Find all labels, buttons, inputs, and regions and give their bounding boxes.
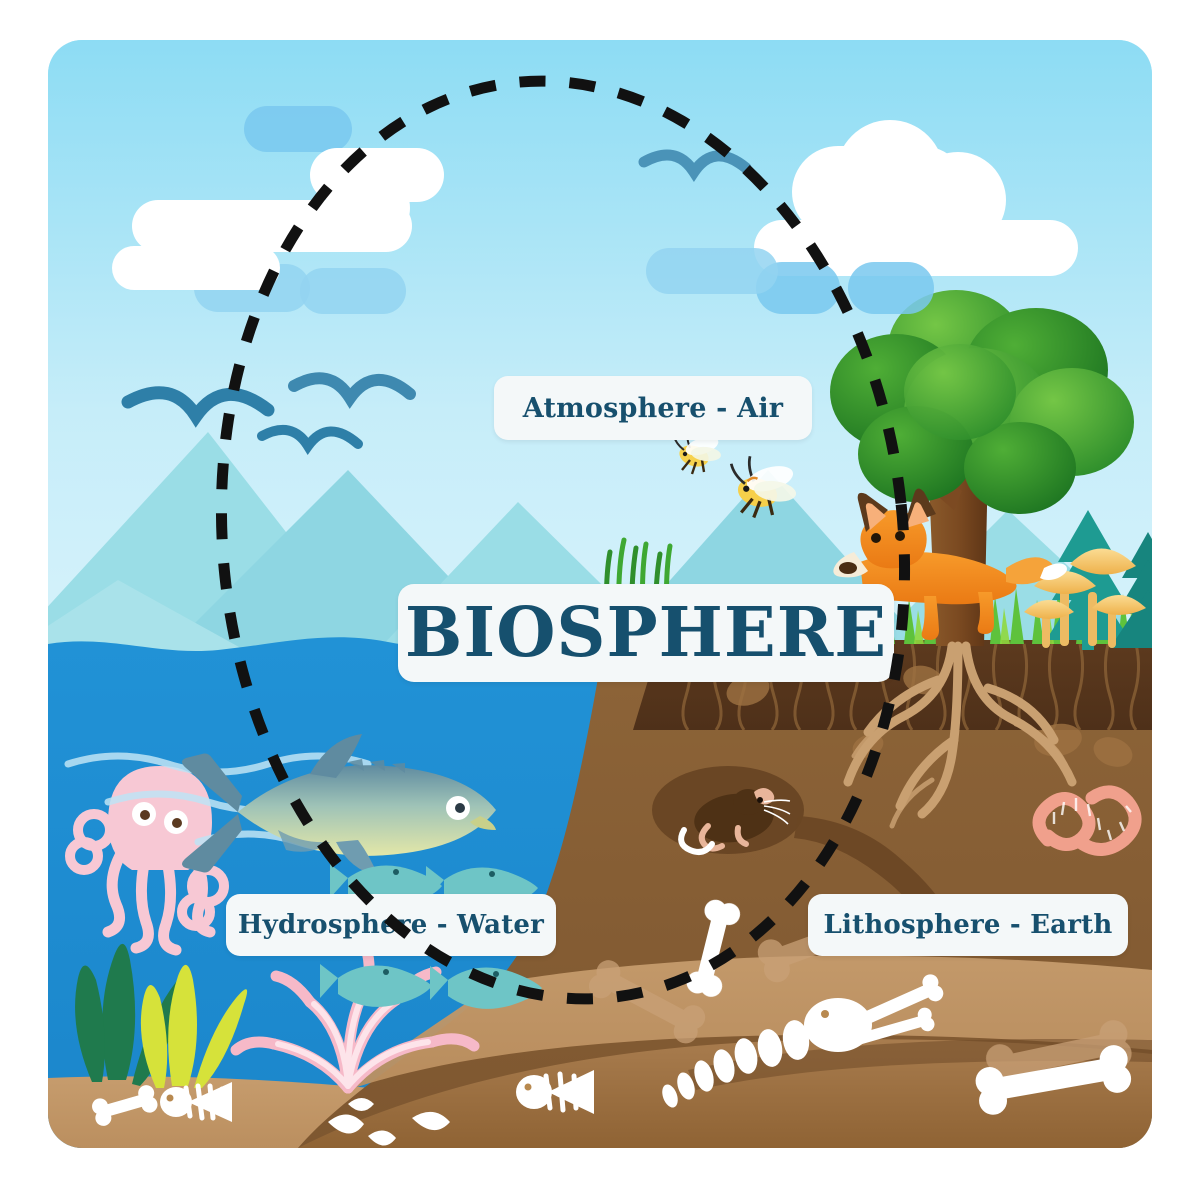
coral [230,934,480,1094]
diagram-card: Atmosphere - Air BIOSPHERE Hydrosphere -… [48,40,1152,1148]
label-hydrosphere[interactable]: Hydrosphere - Water [226,894,556,956]
shell-fragments [328,1098,450,1146]
tuna-fish [182,734,496,876]
skeleton [662,974,944,1108]
water-body [48,633,728,1148]
cloud-blue-6 [646,248,778,294]
label-atmosphere[interactable]: Atmosphere - Air [494,376,812,440]
page-title: BIOSPHERE [398,584,894,682]
cloud-white-3 [132,200,412,252]
seaweed [75,943,248,1088]
cloud-blue-1 [244,106,352,152]
fish-skeleton-mid [516,1070,594,1114]
cloud-blue-5 [848,262,934,314]
octopus [65,766,229,956]
earthworm [1032,785,1142,856]
label-lithosphere[interactable]: Lithosphere - Earth [808,894,1128,956]
cloud-white-8 [112,246,280,290]
fish-skeleton-left [92,1082,232,1126]
cloud-blue-3 [300,268,406,314]
water-wave-lines [64,752,412,854]
